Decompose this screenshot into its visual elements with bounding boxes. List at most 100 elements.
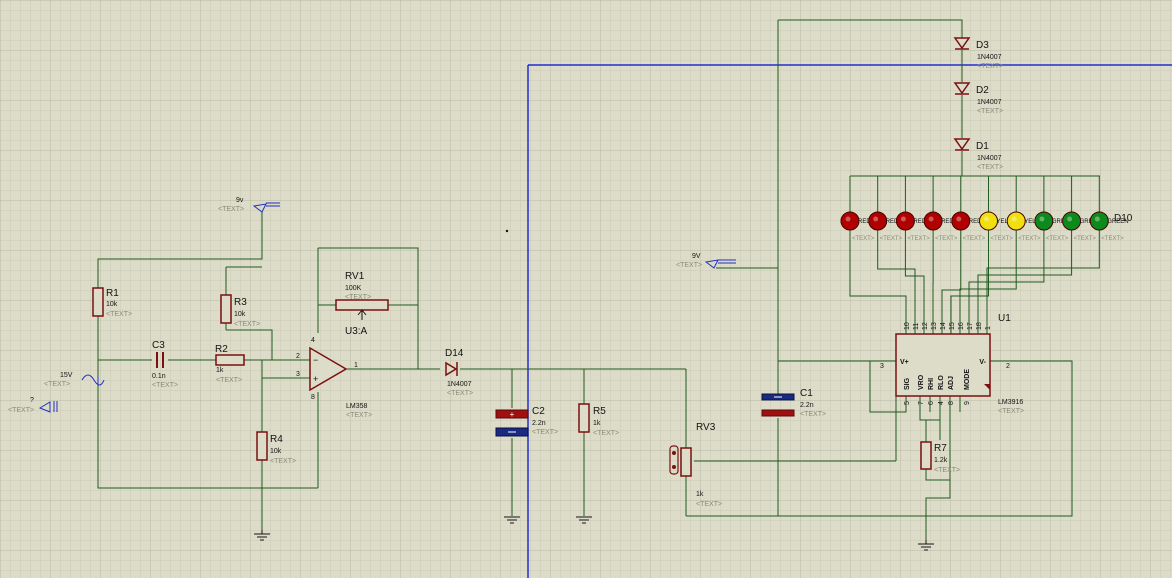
u1-pin-vplus: 3 [880, 363, 884, 370]
rv1-name: RV1 [345, 271, 365, 282]
led-wires [849, 176, 1100, 334]
resistor-r4[interactable]: R4 10k <TEXT> [256, 431, 296, 465]
r5-value: 1k [593, 420, 601, 427]
u1-name: U1 [998, 313, 1011, 324]
c3-name: C3 [152, 340, 165, 351]
r1-text: <TEXT> [106, 311, 132, 318]
rv1-value: 100K [345, 285, 362, 292]
u1-sig-mode: MODE [964, 369, 971, 390]
terminal-9v-mid-label: 9V [692, 253, 701, 260]
d3-name: D3 [976, 40, 989, 51]
resistor-r2[interactable]: R2 1k <TEXT> [215, 344, 245, 384]
u1-text: <TEXT> [998, 408, 1024, 415]
source-unknown-label: ? [30, 397, 34, 404]
r2-value: 1k [216, 367, 224, 374]
diode-d3[interactable]: D3 1N4007 <TEXT> [953, 37, 1003, 70]
c1-name: C1 [800, 388, 813, 399]
led-3-red[interactable] [895, 211, 915, 231]
power-terminal-9v-top[interactable]: 9v <TEXT> [218, 197, 280, 213]
ic-u1-lm3916[interactable]: U1 LM3916 <TEXT> V+ V- 3 2 SIG5VRO7RHI6R… [880, 313, 1024, 415]
diode-d14[interactable]: D14 1N4007 <TEXT> [445, 348, 473, 397]
ground-icon-r5 [576, 516, 592, 524]
sheet-border [527, 64, 1172, 578]
led-1-red[interactable] [840, 211, 860, 231]
led-6-text: <TEXT> [991, 236, 1014, 242]
led-8-highlight-icon [1039, 216, 1045, 222]
led-10-text: <TEXT> [1101, 236, 1124, 242]
r7-text: <TEXT> [934, 467, 960, 474]
capacitor-c1[interactable]: C1 2.2n <TEXT> [761, 388, 826, 418]
u1-sig-sig: SIG [904, 377, 911, 390]
c3-value: 0.1n [152, 373, 166, 380]
led-1-highlight-icon [845, 216, 851, 222]
r2-text: <TEXT> [216, 377, 242, 384]
ground-icon-left [254, 530, 270, 541]
led-1-label: RED [858, 219, 871, 225]
led-4-text: <TEXT> [935, 236, 958, 242]
resistor-r1[interactable]: R1 10k <TEXT> [92, 287, 132, 318]
opamp-lm358[interactable]: − + 2 3 1 4 8 LM358 <TEXT> [296, 337, 372, 419]
stray-dot [505, 229, 509, 233]
source-15v-label: 15V [60, 372, 73, 379]
opamp-pin-top: 4 [311, 337, 315, 344]
u1-pin-5: 5 [904, 401, 911, 405]
ground-icon-c2 [504, 516, 520, 524]
u1-sig-rlo: RLO [938, 375, 945, 390]
led-5-red[interactable] [951, 211, 971, 231]
resistor-r7[interactable]: R7 1.2k <TEXT> [920, 441, 960, 474]
d2-name: D2 [976, 85, 989, 96]
potentiometer-rv1[interactable]: RV1 100K <TEXT> U3:A [335, 271, 389, 337]
u1-pin-9: 9 [964, 401, 971, 405]
led-9-text: <TEXT> [1074, 236, 1097, 242]
led-2-highlight-icon [873, 216, 879, 222]
resistor-r3[interactable]: R3 10k <TEXT> [220, 294, 260, 328]
r4-text: <TEXT> [270, 458, 296, 465]
led-10-label: GREEN [1107, 219, 1128, 225]
u1-sig-rhi: RHI [928, 378, 935, 390]
led-7-yellow[interactable] [1006, 211, 1026, 231]
led-3-highlight-icon [900, 216, 906, 222]
r3-text: <TEXT> [234, 321, 260, 328]
capacitor-c2[interactable]: + C2 2.2n <TEXT> [495, 406, 558, 437]
source-unknown[interactable]: ? <TEXT> [8, 397, 58, 414]
c2-text: <TEXT> [532, 429, 558, 436]
d3-value: 1N4007 [977, 54, 1002, 61]
d2-text: <TEXT> [977, 108, 1003, 115]
diode-d2[interactable]: D2 1N4007 <TEXT> [953, 82, 1003, 115]
u1-corner-icon [984, 384, 990, 390]
led-bargraph-d10[interactable]: D10 RED<TEXT>RED<TEXT>RED<TEXT>RED<TEXT>… [840, 211, 1133, 242]
led-9-green[interactable] [1062, 211, 1082, 231]
u1-pin-8: 8 [948, 401, 955, 405]
u1-top-pin-10: 10 [904, 322, 911, 330]
c2-value: 2.2n [532, 420, 546, 427]
c1-value: 2.2n [800, 402, 814, 409]
opamp-part: LM358 [346, 403, 368, 410]
opamp-text: <TEXT> [346, 412, 372, 419]
d2-value: 1N4007 [977, 99, 1002, 106]
led-5-label: RED [969, 219, 982, 225]
source-15v[interactable]: 15V <TEXT> [44, 372, 105, 388]
resistor-r5[interactable]: R5 1k <TEXT> [578, 403, 619, 437]
u1-top-pin-13: 13 [931, 322, 938, 330]
led-1-text: <TEXT> [852, 236, 875, 242]
r3-value: 10k [234, 311, 246, 318]
capacitor-c3[interactable]: C3 0.1n <TEXT> [152, 340, 178, 389]
r4-name: R4 [270, 434, 283, 445]
led-4-red[interactable] [923, 211, 943, 231]
source-unknown-text: <TEXT> [8, 407, 34, 414]
rv1-wiper-icon [357, 309, 367, 316]
u1-pin-6: 6 [928, 401, 935, 405]
led-2-label: RED [886, 219, 899, 225]
d10-name: D10 [1114, 213, 1133, 224]
led-2-red[interactable] [868, 211, 888, 231]
power-terminal-9v-mid[interactable]: 9V <TEXT> [676, 253, 736, 269]
led-10-green[interactable] [1089, 211, 1109, 231]
led-6-yellow[interactable] [979, 211, 998, 231]
r4-value: 10k [270, 448, 282, 455]
potentiometer-rv3[interactable]: RV3 1k <TEXT> [669, 422, 722, 508]
opamp-minus-icon: − [313, 355, 318, 365]
diode-d1[interactable]: D1 1N4007 <TEXT> [953, 138, 1003, 171]
led-8-green[interactable] [1034, 211, 1054, 231]
